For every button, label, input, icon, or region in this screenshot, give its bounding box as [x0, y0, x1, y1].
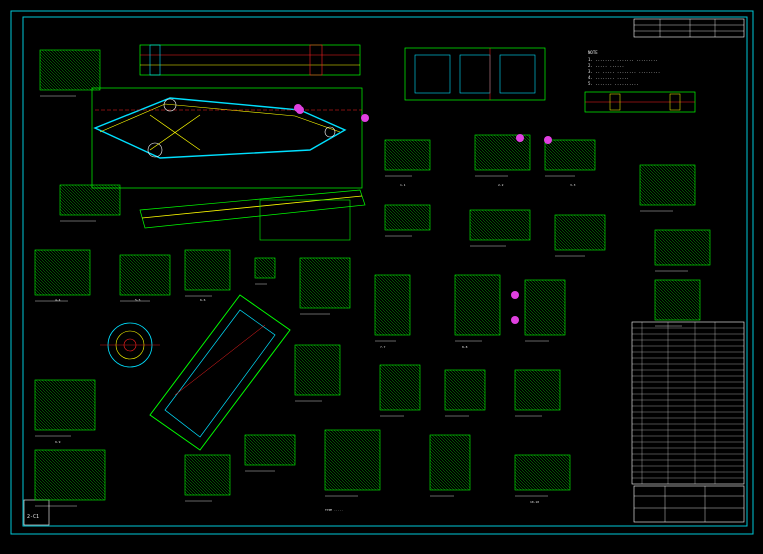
weld-detail-2[interactable] [474, 134, 531, 177]
weld-detail-21[interactable] [444, 369, 486, 417]
title-block [633, 485, 745, 523]
balloon-markers [294, 104, 552, 324]
balloon-marker-3 [544, 136, 552, 144]
weld-detail-19[interactable] [294, 344, 341, 402]
balloon-marker-4 [511, 291, 519, 299]
weld-detail-30[interactable] [39, 49, 101, 97]
weld-detail-7[interactable] [554, 214, 606, 257]
weld-detail-5[interactable] [384, 204, 431, 237]
notes-line-3: 3. .. ..... ........ ......... [588, 69, 661, 74]
weld-detail-15[interactable] [454, 274, 501, 342]
frame-section-top[interactable] [404, 47, 546, 101]
section-label-10: 10-10 [530, 500, 540, 504]
weld-detail-20[interactable] [379, 364, 421, 417]
revision-block [633, 18, 745, 38]
section-label-7: 7-7 [380, 345, 386, 349]
weld-detail-11[interactable] [184, 249, 231, 297]
weld-detail-14[interactable] [374, 274, 411, 342]
flange-detail-view[interactable] [100, 322, 160, 368]
notes-line-2: 2. ..... ...... [588, 63, 625, 68]
lower-beam-view[interactable] [139, 189, 366, 241]
weld-detail-3[interactable] [544, 139, 596, 177]
boom-elevation-view[interactable] [91, 87, 363, 189]
weld-detail-22[interactable] [514, 369, 561, 417]
weld-detail-18[interactable] [34, 379, 96, 437]
section-label-6: 6-6 [200, 298, 206, 302]
outer-frame [10, 10, 754, 535]
weld-note: TYPE ..... [325, 508, 344, 512]
notes-line-5: 5. ....... .......... [588, 81, 639, 86]
section-label-9: 9-9 [55, 440, 61, 444]
section-label-3: 3-3 [570, 183, 576, 187]
weld-detail-24[interactable] [184, 454, 231, 502]
notes-line-1: 1. ........ ....... ......... [588, 57, 658, 62]
section-label-1: 1-1 [400, 183, 406, 187]
weld-section-details[interactable] [34, 49, 711, 507]
weld-detail-29[interactable] [59, 184, 121, 222]
weld-detail-8[interactable] [654, 229, 711, 272]
inner-frame [22, 16, 748, 527]
weld-detail-16[interactable] [524, 279, 566, 342]
weld-detail-26[interactable] [324, 429, 381, 497]
weld-detail-9[interactable] [34, 249, 91, 302]
weld-detail-27[interactable] [429, 434, 471, 497]
balloon-marker-5 [511, 316, 519, 324]
balloon-marker-1 [361, 114, 369, 122]
beam-plan-view[interactable] [139, 44, 361, 76]
weld-detail-23[interactable] [34, 449, 106, 507]
notes-line-4: 4. ........ ..... [588, 75, 629, 80]
weld-detail-1[interactable] [384, 139, 431, 177]
weld-detail-12[interactable] [254, 257, 276, 285]
weld-detail-28[interactable] [514, 454, 571, 497]
weld-detail-17[interactable] [654, 279, 701, 327]
weld-detail-6[interactable] [469, 209, 531, 247]
section-label-8: 8-8 [462, 345, 468, 349]
section-label-2: 2-2 [498, 183, 504, 187]
sheet-tag: 2-C1 [27, 514, 40, 520]
notes-line-0: NOTE [588, 50, 598, 55]
inclined-frame-view[interactable] [149, 294, 291, 451]
section-label-5: 5-5 [135, 298, 141, 302]
weld-detail-25[interactable] [244, 434, 296, 472]
parts-list-table [631, 321, 745, 485]
weld-detail-4[interactable] [639, 164, 696, 212]
section-label-4: 4-4 [55, 298, 61, 302]
shaft-detail-view[interactable] [584, 91, 696, 113]
balloon-marker-2 [516, 134, 524, 142]
balloon-marker-6 [294, 104, 302, 112]
weld-detail-13[interactable] [299, 257, 351, 315]
weld-detail-10[interactable] [119, 254, 171, 302]
